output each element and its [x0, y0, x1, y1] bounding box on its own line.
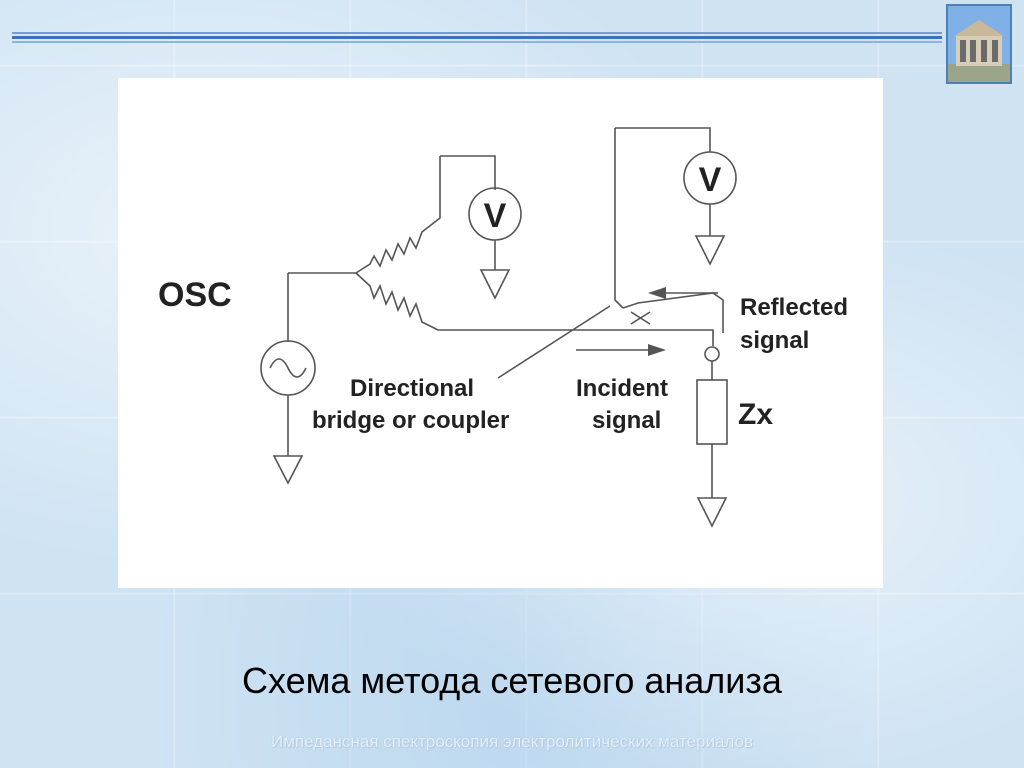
arrow-icon [648, 344, 666, 356]
slide-caption: Схема метода сетевого анализа [242, 660, 782, 701]
osc-label: OSC [158, 276, 232, 314]
directional-pointer [497, 305, 611, 379]
coupler-wire [615, 127, 711, 152]
coupler-cross [630, 311, 651, 325]
voltmeter-label-1: V [484, 197, 507, 235]
header-rule-1 [12, 32, 942, 34]
bridge-top-wire [440, 155, 496, 190]
incident-label-line2: signal [592, 407, 661, 434]
ground-symbol-icon [694, 235, 726, 266]
load-node [704, 346, 720, 362]
slide-footer: Импедансная спектроскопия электролитичес… [270, 732, 754, 751]
load-impedance [696, 379, 728, 445]
incident-label-line1: Incident [576, 375, 668, 402]
ground-symbol-icon [272, 455, 304, 485]
reflected-path [622, 292, 724, 333]
ground-symbol-icon [696, 497, 728, 528]
reflected-label-line2: signal [740, 327, 809, 354]
resistor-icon [355, 156, 441, 274]
ac-wave [269, 358, 307, 378]
coupler-left-wire [614, 128, 624, 309]
reflected-label-line1: Reflected [740, 294, 848, 321]
directional-label-line2: bridge or coupler [312, 407, 509, 434]
voltmeter-label-2: V [699, 161, 722, 199]
load-label: Zx [738, 398, 773, 431]
resistor-icon [355, 272, 714, 346]
network-analysis-diagram: OSC V V Directional bridge or coupler In… [118, 78, 883, 588]
building-logo-icon [946, 4, 1012, 84]
directional-label-line1: Directional [350, 375, 474, 402]
header-rule-3 [12, 41, 942, 43]
ground-symbol-icon [479, 269, 511, 300]
arrow-icon [648, 287, 666, 299]
header-rule-2 [12, 36, 942, 39]
